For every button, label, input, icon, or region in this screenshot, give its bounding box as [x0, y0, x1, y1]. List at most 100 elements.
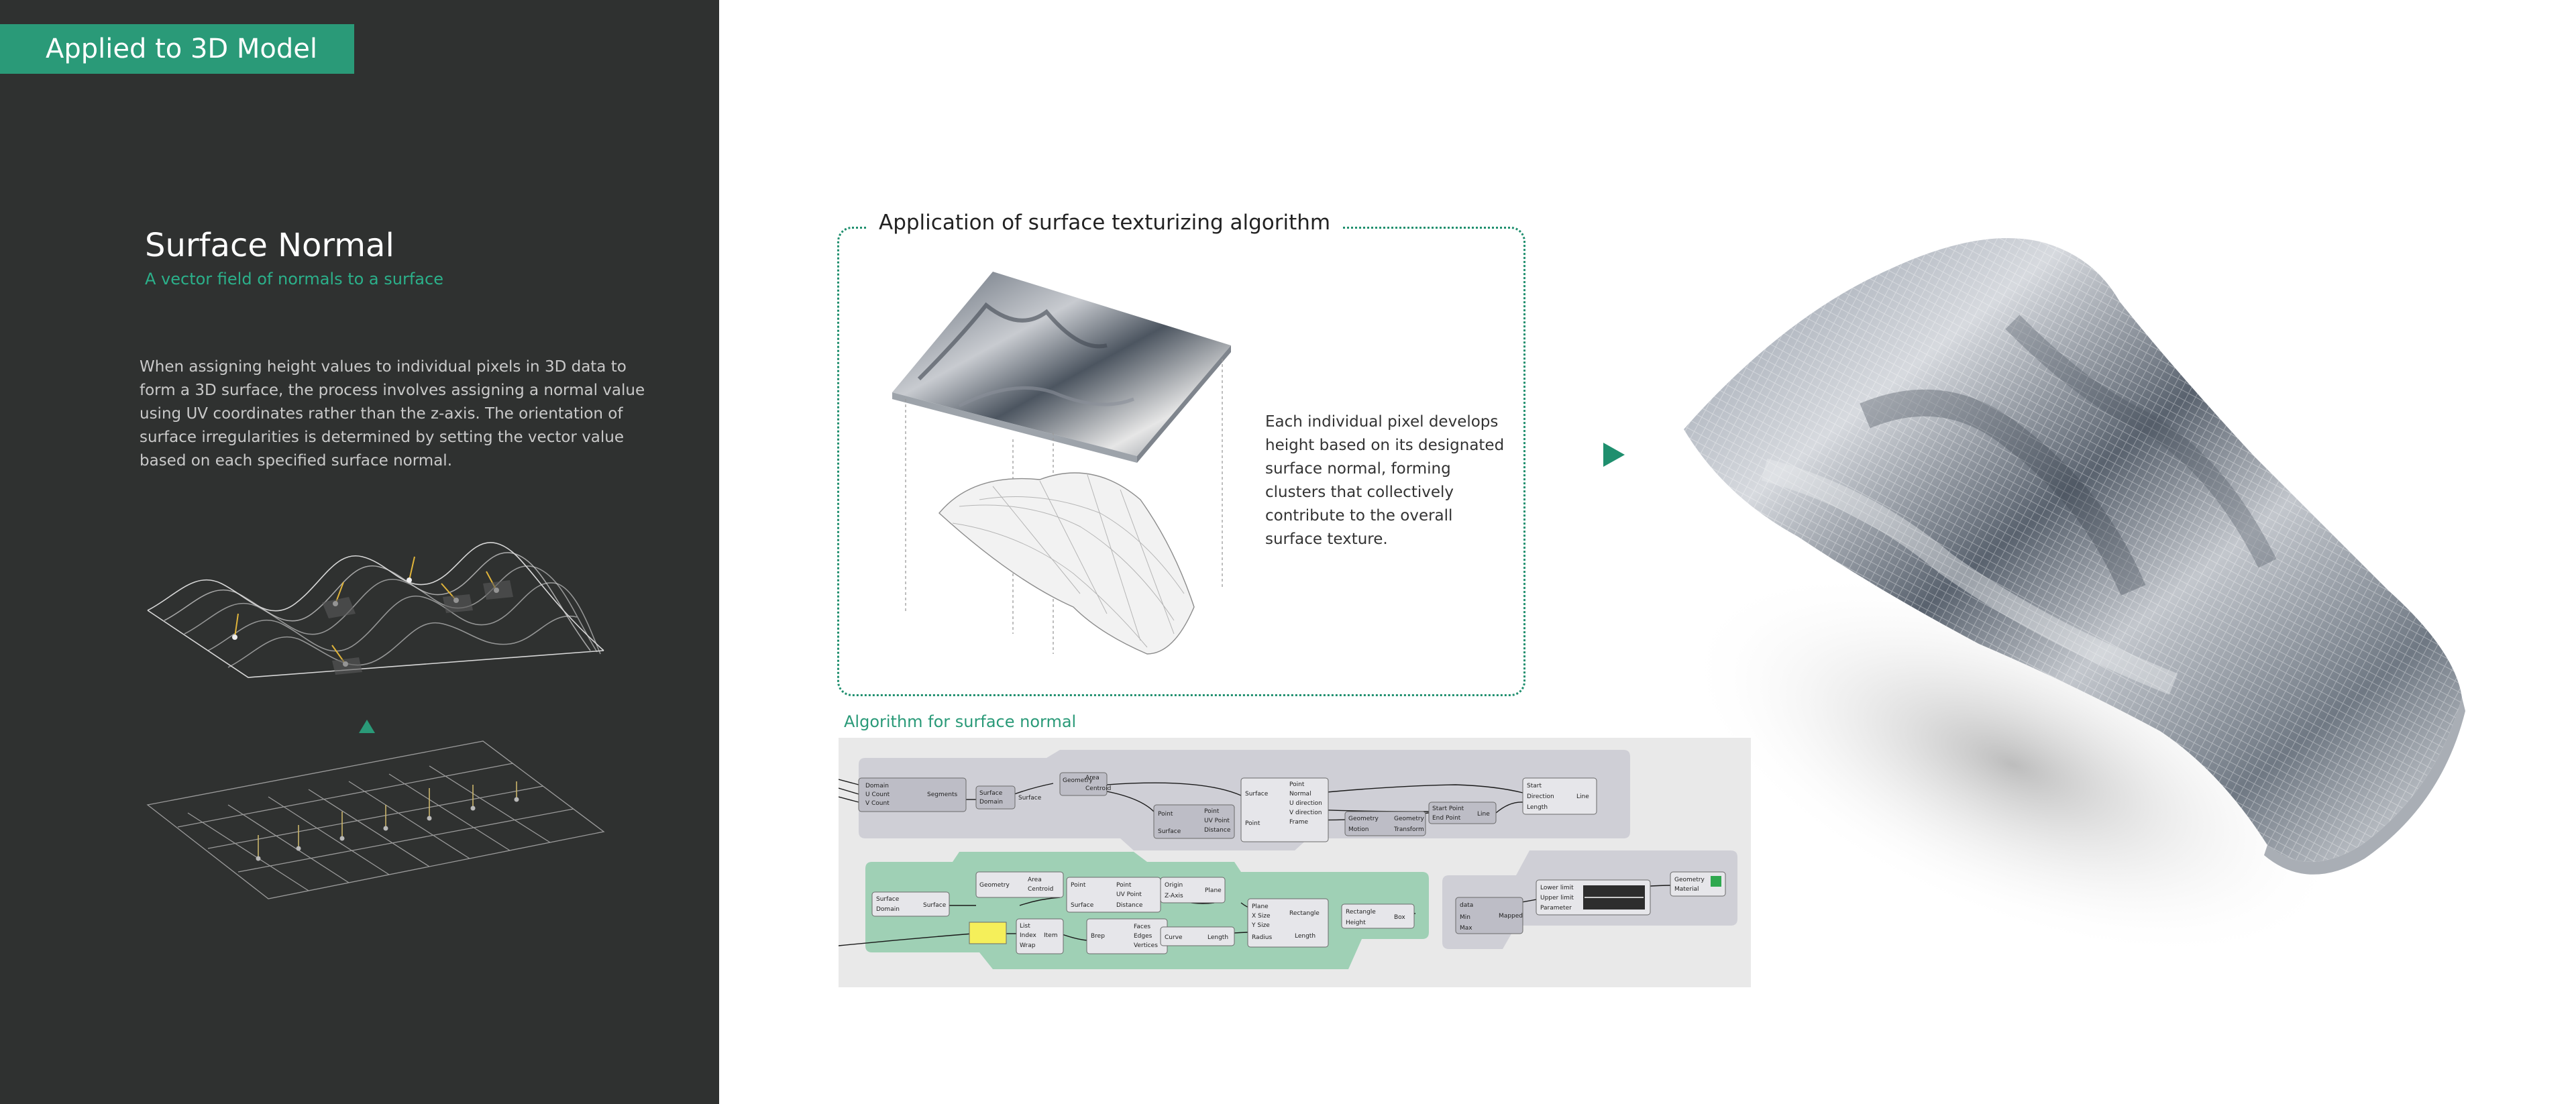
svg-text:Normal: Normal: [1289, 791, 1311, 797]
svg-text:Geometry: Geometry: [979, 882, 1010, 889]
svg-text:Domain: Domain: [979, 799, 1003, 806]
svg-text:Line: Line: [1576, 793, 1589, 800]
svg-text:Length: Length: [1208, 934, 1228, 941]
divide-domain-node[interactable]: Domain U Count V Count Segments: [858, 777, 967, 812]
svg-text:Area: Area: [1028, 877, 1042, 883]
surface-node-1[interactable]: Surface Domain Surface: [975, 785, 1042, 810]
svg-text:Segments: Segments: [927, 791, 958, 798]
svg-text:Point: Point: [1116, 882, 1132, 889]
svg-text:Start Point: Start Point: [1432, 806, 1464, 812]
surface-closest-point-node-2[interactable]: Point Surface Point UV Point Distance: [1066, 877, 1161, 913]
terrain-block: [892, 272, 1231, 456]
svg-text:End Point: End Point: [1432, 815, 1461, 822]
arrow-up-icon: [359, 720, 375, 733]
material-node[interactable]: Geometry Material: [1670, 871, 1726, 897]
svg-text:Centroid: Centroid: [1028, 886, 1053, 893]
svg-text:Plane: Plane: [1205, 887, 1222, 894]
svg-text:Faces: Faces: [1134, 924, 1150, 930]
svg-text:Upper limit: Upper limit: [1540, 895, 1574, 901]
svg-text:Domain: Domain: [876, 906, 900, 913]
svg-text:Centroid: Centroid: [1085, 785, 1111, 792]
svg-text:Z-Axis: Z-Axis: [1165, 893, 1183, 899]
area-node-2[interactable]: Geometry Area Centroid: [975, 871, 1064, 898]
curve-length-node[interactable]: Curve Length: [1160, 926, 1235, 946]
svg-text:Edges: Edges: [1134, 933, 1152, 940]
deconstruct-brep-node[interactable]: Brep Faces Edges Vertices: [1086, 918, 1168, 954]
svg-text:Geometry: Geometry: [1394, 816, 1425, 822]
svg-text:Item: Item: [1044, 932, 1058, 939]
svg-text:Rectangle: Rectangle: [1346, 909, 1376, 916]
application-description: Each individual pixel develops height ba…: [1265, 413, 1505, 548]
svg-text:Plane: Plane: [1252, 903, 1269, 910]
move-node[interactable]: Geometry Motion Geometry Transform: [1344, 811, 1426, 836]
surface-closest-point-node-1[interactable]: Point Surface Point UV Point Distance: [1153, 804, 1235, 839]
svg-text:Surface: Surface: [876, 896, 900, 903]
box-node[interactable]: Rectangle Height Box: [1341, 903, 1415, 929]
svg-text:Surface: Surface: [1018, 795, 1042, 802]
svg-text:Rectangle: Rectangle: [1289, 910, 1320, 917]
list-item-node[interactable]: List Index Wrap Item: [969, 918, 1064, 954]
svg-text:Surface: Surface: [1158, 828, 1181, 835]
svg-text:UV Point: UV Point: [1116, 891, 1142, 898]
svg-text:Distance: Distance: [1204, 827, 1231, 834]
svg-text:Surface: Surface: [1245, 791, 1269, 797]
svg-text:X Size: X Size: [1252, 913, 1271, 920]
evaluate-surface-node[interactable]: Surface Point Point Normal U direction V…: [1240, 777, 1329, 842]
svg-text:Point: Point: [1245, 820, 1260, 827]
svg-text:Parameter: Parameter: [1540, 905, 1572, 912]
plane-node[interactable]: Origin Z-Axis Plane: [1160, 877, 1226, 903]
surface-normal-description: When assigning height values to individu…: [140, 358, 645, 470]
algorithm-title: Algorithm for surface normal: [844, 712, 1077, 731]
svg-text:V Count: V Count: [865, 800, 890, 807]
texture-explosion-diagram: [892, 272, 1231, 655]
svg-text:Box: Box: [1394, 914, 1405, 921]
svg-text:Material: Material: [1674, 886, 1699, 893]
section-tag: Applied to 3D Model: [0, 24, 354, 74]
rectangle-node[interactable]: Plane X Size Y Size Radius Rectangle Len…: [1247, 898, 1329, 948]
line-sdl-node[interactable]: Start Direction Length Line: [1522, 777, 1597, 815]
svg-text:Mapped: Mapped: [1499, 913, 1523, 920]
svg-text:Geometry: Geometry: [1063, 777, 1093, 784]
svg-text:Wrap: Wrap: [1020, 942, 1036, 949]
svg-text:Origin: Origin: [1165, 882, 1183, 889]
svg-text:UV Point: UV Point: [1204, 818, 1230, 824]
svg-text:Area: Area: [1085, 775, 1099, 781]
svg-text:V direction: V direction: [1289, 810, 1322, 816]
application-title: Application of surface texturizing algor…: [867, 211, 1343, 235]
svg-text:Y Size: Y Size: [1251, 922, 1270, 929]
svg-text:U Count: U Count: [865, 791, 890, 798]
svg-text:Distance: Distance: [1116, 902, 1143, 909]
svg-text:Transform: Transform: [1393, 826, 1424, 833]
svg-text:Curve: Curve: [1165, 934, 1183, 941]
svg-text:Brep: Brep: [1091, 933, 1105, 940]
svg-text:Direction: Direction: [1527, 793, 1554, 800]
svg-text:Length: Length: [1295, 933, 1316, 940]
svg-text:Min: Min: [1460, 914, 1470, 921]
play-arrow-icon: [1603, 443, 1625, 467]
svg-text:Line: Line: [1477, 811, 1490, 818]
remap-node[interactable]: data Min Max Mapped: [1455, 897, 1523, 934]
svg-text:Surface: Surface: [1071, 902, 1094, 909]
svg-text:Point: Point: [1289, 781, 1305, 788]
svg-text:Motion: Motion: [1348, 826, 1369, 833]
svg-text:Length: Length: [1527, 804, 1548, 811]
svg-text:Surface: Surface: [923, 902, 947, 909]
surface-normal-title: Surface Normal: [145, 227, 394, 264]
algorithm-node-graph: Domain U Count V Count Segments Surface …: [838, 750, 1737, 969]
svg-text:Frame: Frame: [1289, 819, 1309, 826]
grasshopper-canvas: Domain U Count V Count Segments Surface …: [838, 738, 1751, 987]
svg-text:Max: Max: [1460, 925, 1472, 932]
surface-normal-subtitle: A vector field of normals to a surface: [145, 270, 443, 288]
textured-3d-model: [1684, 238, 2465, 958]
svg-text:Radius: Radius: [1252, 934, 1272, 941]
area-node[interactable]: Geometry Area Centroid: [1059, 772, 1111, 796]
svg-text:Index: Index: [1020, 932, 1036, 939]
surface-normal-diagram: [146, 542, 605, 899]
left-panel: [0, 0, 719, 1104]
svg-text:List: List: [1020, 923, 1030, 930]
gradient-node[interactable]: Lower limit Upper limit Parameter: [1536, 879, 1651, 916]
surface-node-2[interactable]: Surface Domain Surface: [871, 891, 950, 917]
line-node[interactable]: Start Point End Point Line: [1428, 802, 1497, 824]
svg-text:Point: Point: [1071, 882, 1086, 889]
svg-text:data: data: [1460, 902, 1473, 909]
